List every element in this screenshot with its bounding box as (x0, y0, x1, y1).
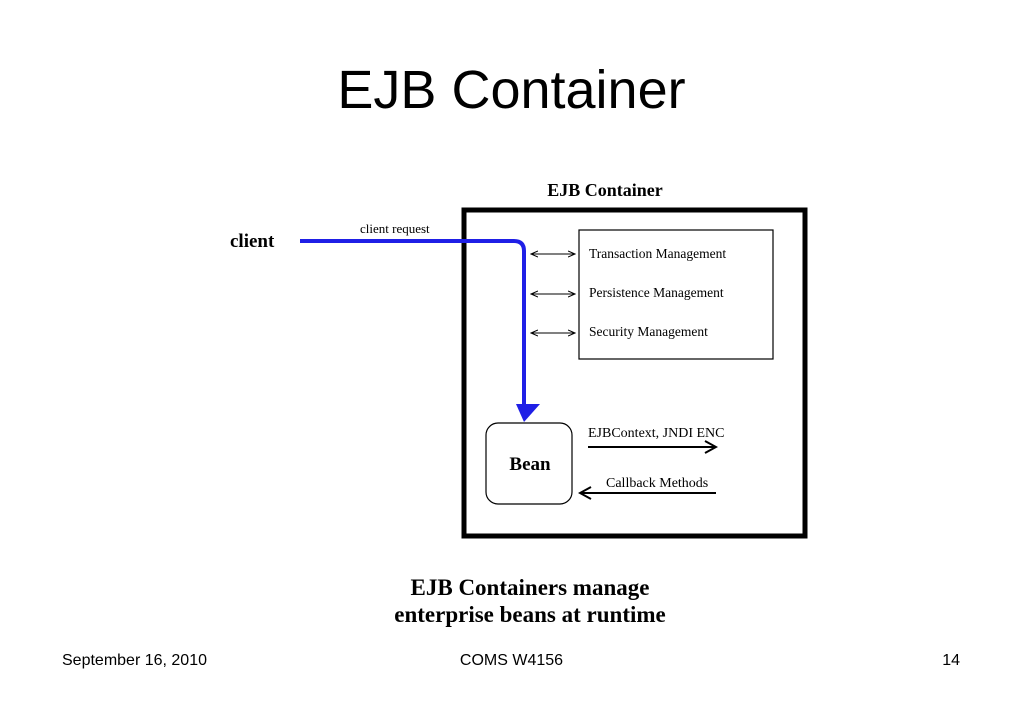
footer-course: COMS W4156 (459, 652, 564, 669)
bean-label: Bean (509, 454, 551, 475)
bean-box (485, 422, 573, 505)
services-box (578, 229, 774, 360)
diagram-caption: EJB Containers manage enterprise beans a… (300, 574, 760, 628)
container-frame (461, 207, 808, 539)
callback-label: Callback Methods (606, 476, 708, 491)
client-request-label: client request (360, 221, 430, 236)
service-transaction: Transaction Management (589, 246, 726, 261)
client-request-arrowhead (516, 404, 540, 422)
footer-page-number: 14 (942, 652, 960, 669)
slide-title: EJB Container (337, 60, 686, 120)
ejbcontext-label: EJBContext, JNDI ENC (588, 426, 725, 441)
footer-date: September 16, 2010 (62, 652, 207, 669)
caption-line-2: enterprise beans at runtime (394, 602, 666, 627)
container-label: EJB Container (547, 180, 663, 200)
service-security: Security Management (589, 324, 708, 339)
caption-line-1: EJB Containers manage (410, 575, 650, 600)
client-label: client (230, 231, 275, 252)
client-request-line (300, 239, 526, 408)
service-persistence: Persistence Management (589, 285, 724, 300)
